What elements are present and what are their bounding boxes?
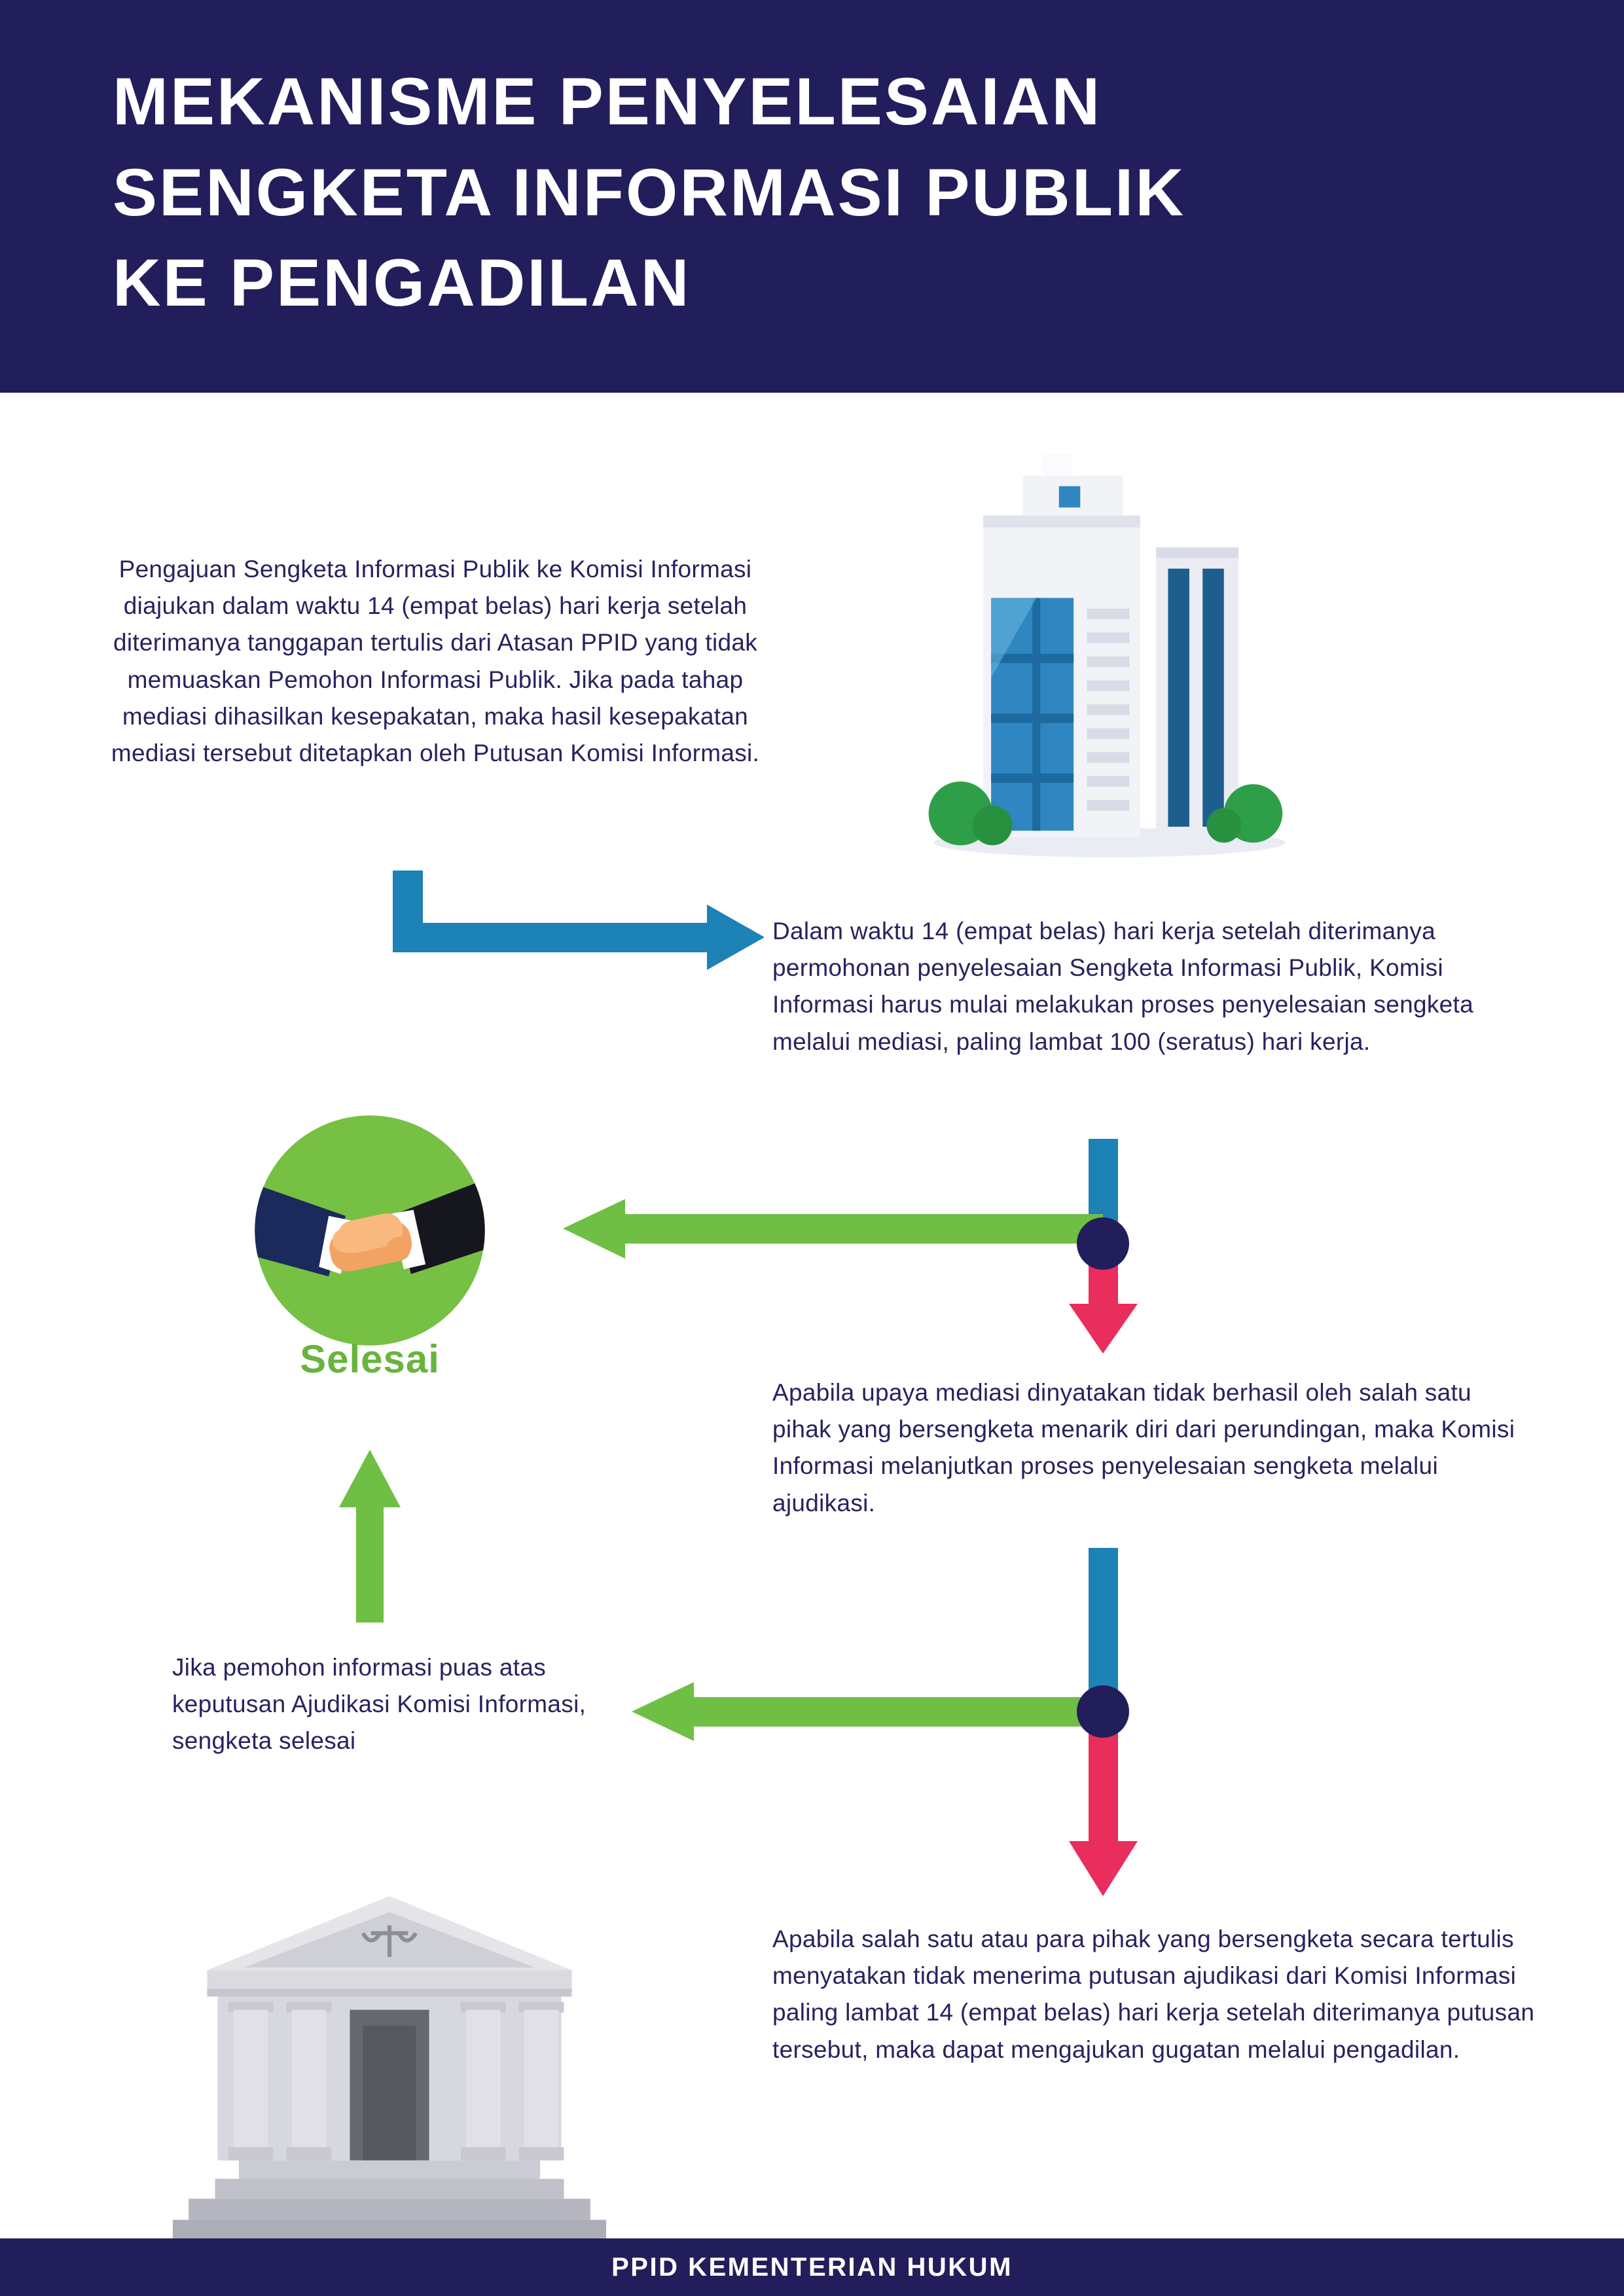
mediation-junction-arrows (563, 1139, 1139, 1355)
office-building-icon (910, 452, 1309, 864)
flow-arrow-step1-to-step2 (393, 870, 766, 982)
handshake-icon (249, 1109, 491, 1352)
step1-text: Pengajuan Sengketa Informasi Publik ke K… (111, 556, 760, 767)
courthouse-icon (164, 1888, 615, 2245)
step4-text: Jika pemohon informasi puas atas keputus… (172, 1654, 586, 1755)
footer-band: PPID KEMENTERIAN HUKUM (0, 2238, 1624, 2296)
selesai-label: Selesai (300, 1337, 440, 1381)
step3-text: Apabila upaya mediasi dinyatakan tidak b… (772, 1379, 1515, 1516)
adjudication-junction-arrows (632, 1548, 1142, 1901)
footer-text: PPID KEMENTERIAN HUKUM (611, 2252, 1013, 2282)
step2-text: Dalam waktu 14 (empat belas) hari kerja … (772, 918, 1474, 1055)
step5-text: Apabila salah satu atau para pihak yang … (772, 1926, 1535, 2063)
flow-arrow-step4-to-selesai (331, 1450, 409, 1623)
header-band: MEKANISME PENYELESAIAN SENGKETA INFORMAS… (0, 0, 1624, 393)
page-title: MEKANISME PENYELESAIAN SENGKETA INFORMAS… (113, 64, 1186, 321)
